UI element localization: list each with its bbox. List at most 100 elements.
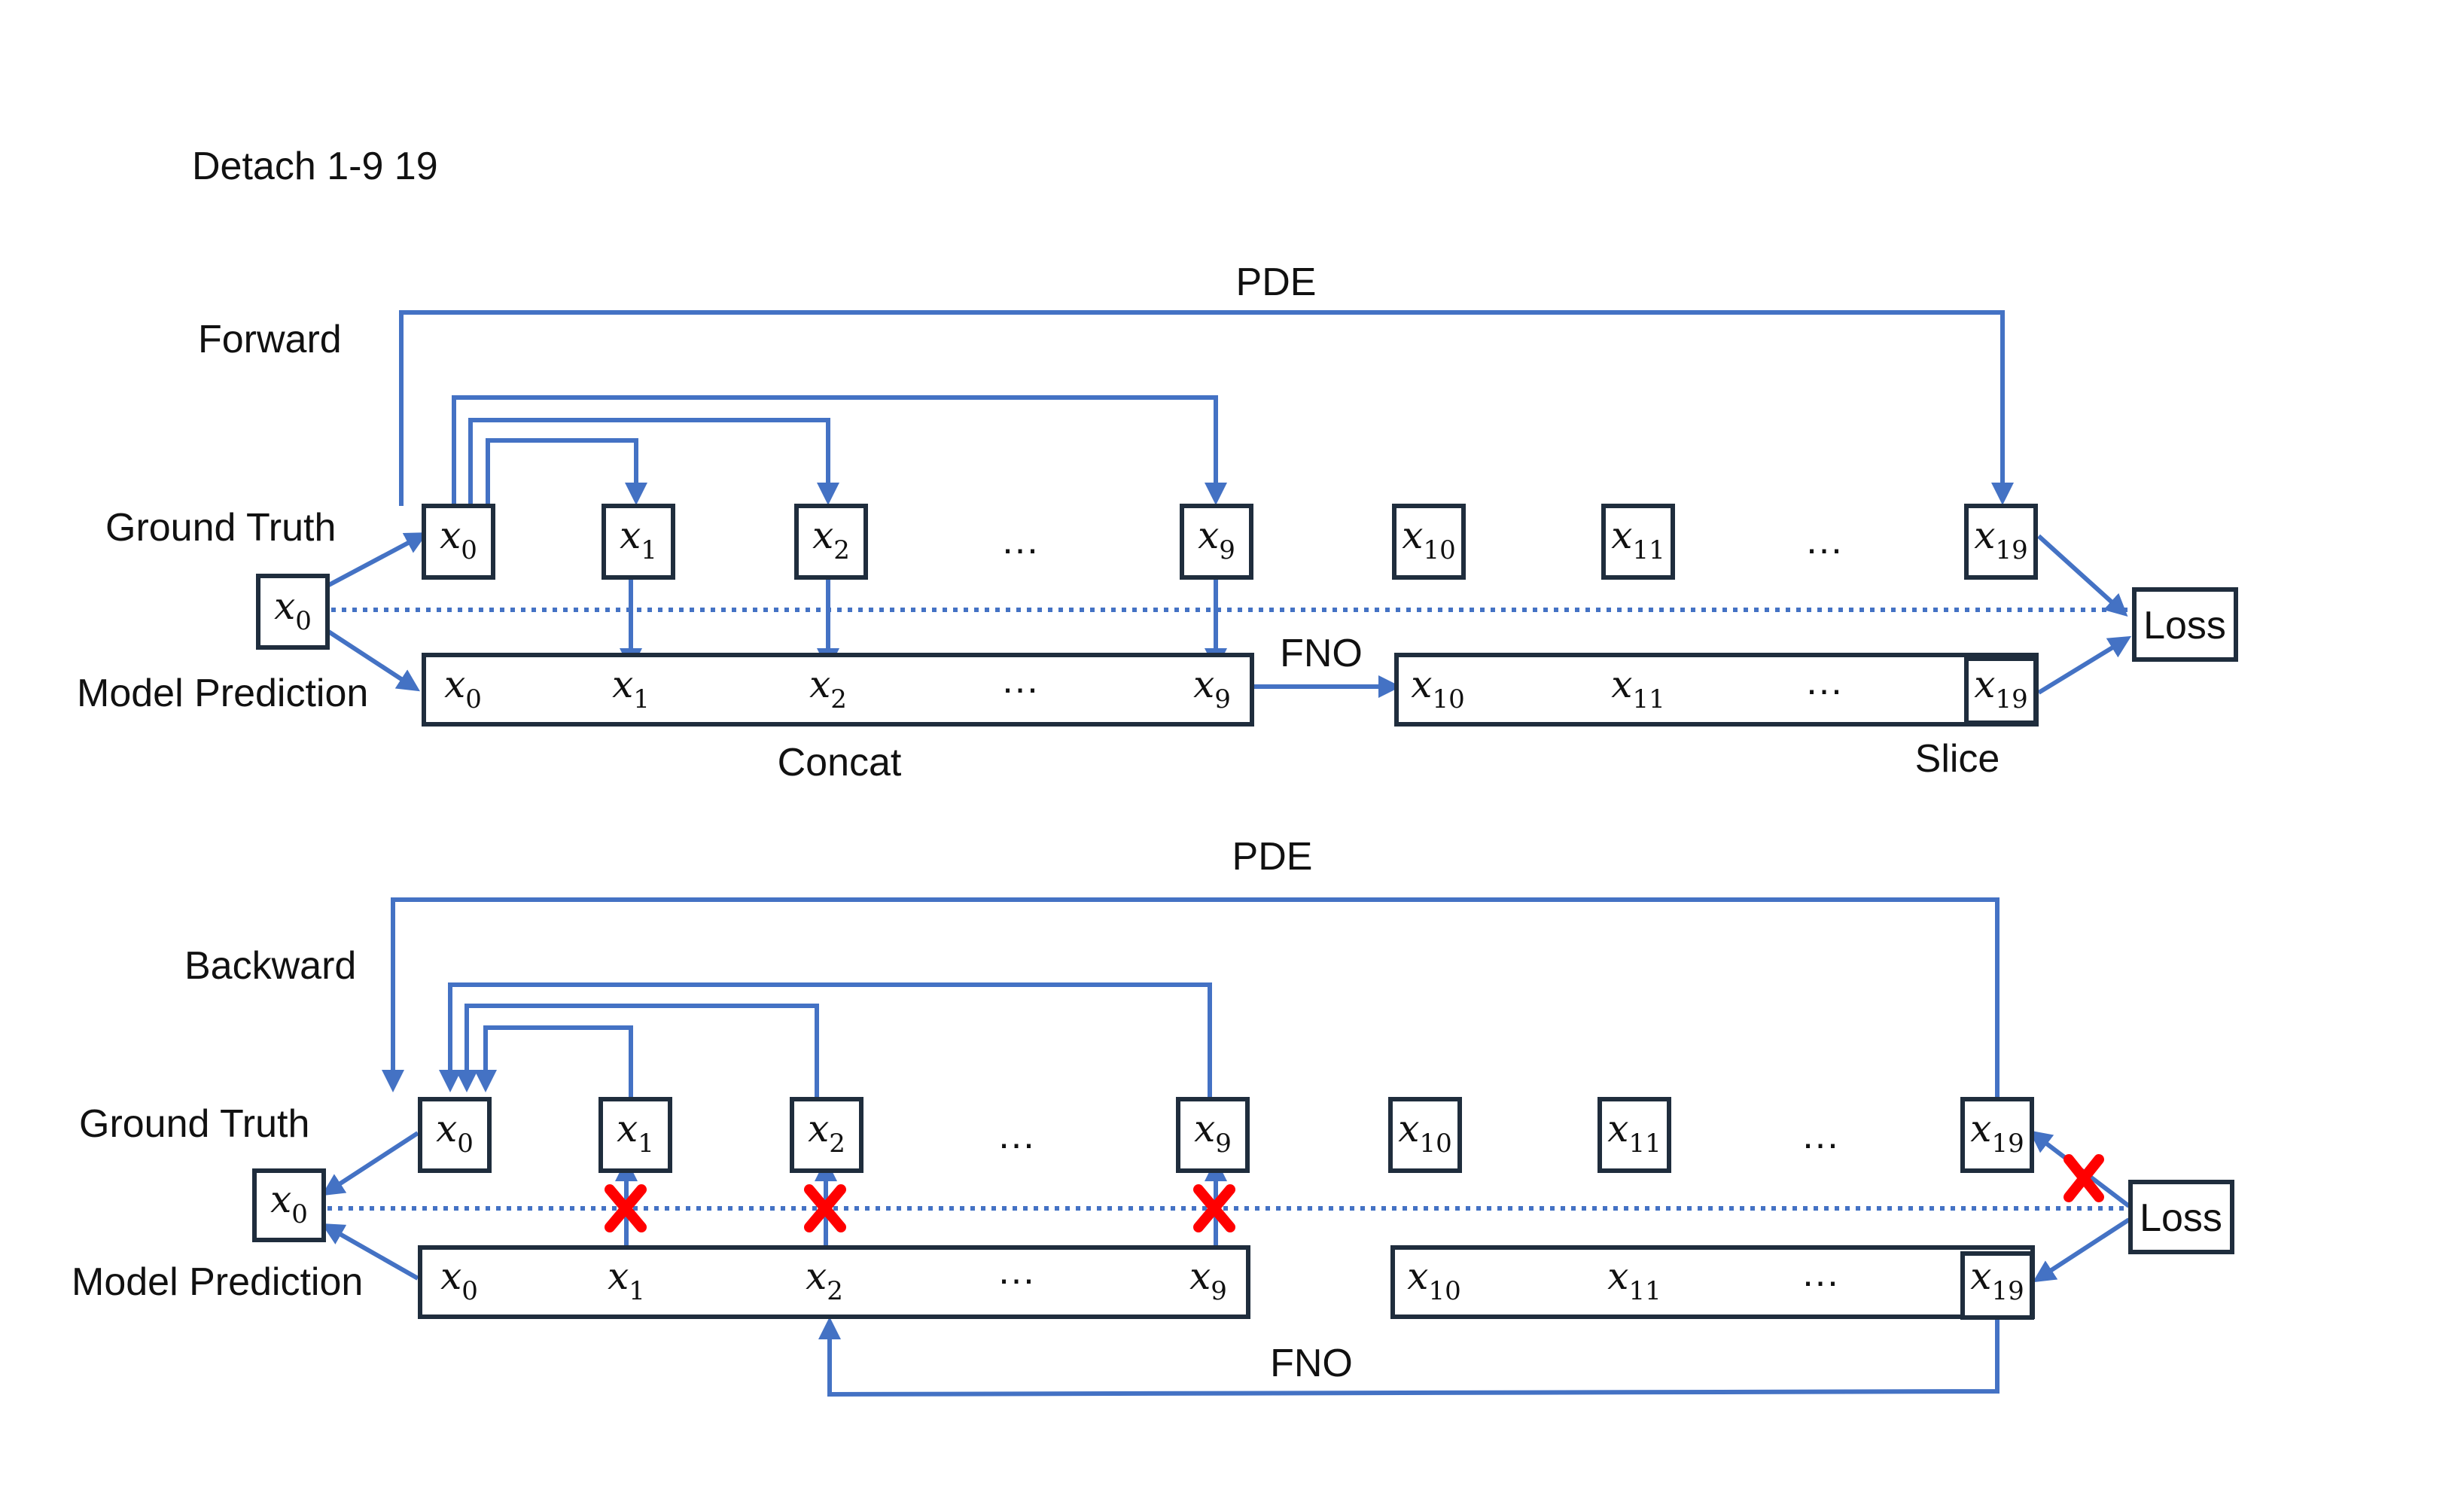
backward-pde-arrow bbox=[382, 897, 2000, 1098]
forward-fno-label: FNO bbox=[1280, 632, 1363, 675]
symbol-x19: x19 bbox=[1974, 513, 2027, 565]
backward-label: Backward bbox=[184, 944, 356, 988]
backward-gt-box-9 bbox=[1176, 1097, 1250, 1173]
forward-pde-arrow bbox=[399, 310, 2014, 506]
symbol-base: x bbox=[608, 1254, 629, 1298]
symbol-x19: x19 bbox=[1970, 1254, 2024, 1306]
symbol-subscript: 0 bbox=[461, 535, 477, 565]
forward-arrow-x0-x1 bbox=[486, 438, 647, 506]
forward-gt-box-10 bbox=[1392, 504, 1466, 580]
symbol-base: x bbox=[808, 1107, 829, 1150]
forward-loss-box bbox=[2132, 587, 2238, 662]
forward-label: Forward bbox=[198, 318, 342, 361]
symbol-base: x bbox=[1607, 1254, 1628, 1298]
symbol-x19: x19 bbox=[1970, 1107, 2024, 1159]
symbol-base: x bbox=[1411, 663, 1432, 706]
symbol-subscript: 9 bbox=[1214, 684, 1231, 714]
detach-cross-x19 bbox=[2063, 1154, 2104, 1202]
symbol-x0: x0 bbox=[440, 1254, 478, 1306]
symbol-base: x bbox=[1970, 1107, 1991, 1150]
symbol-base: x bbox=[1611, 513, 1632, 557]
symbol-x0: x0 bbox=[440, 513, 477, 565]
symbol-subscript: 9 bbox=[1219, 535, 1235, 565]
ellipsis: … bbox=[997, 1249, 1036, 1293]
symbol-base: x bbox=[1970, 1254, 1991, 1298]
symbol-x2: x2 bbox=[808, 1107, 845, 1159]
forward-arrow-input-gt bbox=[326, 532, 428, 588]
forward-input-symbol: x0 bbox=[274, 584, 312, 636]
symbol-subscript: 1 bbox=[629, 1276, 645, 1306]
symbol-subscript: 9 bbox=[1215, 1129, 1232, 1159]
symbol-x2: x2 bbox=[806, 1254, 843, 1306]
symbol-base: x bbox=[1407, 1254, 1428, 1298]
forward-input-box bbox=[256, 574, 330, 650]
symbol-base: x bbox=[617, 1107, 638, 1150]
symbol-x0: x0 bbox=[274, 584, 312, 636]
forward-arrow-pred-loss bbox=[2037, 635, 2132, 695]
backward-arrow-loss-pred bbox=[2032, 1217, 2130, 1283]
ellipsis: … bbox=[1801, 1251, 1840, 1295]
forward-arrow-x0-x2 bbox=[468, 418, 839, 506]
backward-arrow-pred-input bbox=[321, 1223, 419, 1281]
forward-arrow-input-pred bbox=[326, 629, 421, 692]
forward-arrow-gt-loss bbox=[2036, 534, 2128, 617]
symbol-base: x bbox=[1611, 663, 1632, 706]
ellipsis: … bbox=[1805, 519, 1844, 562]
symbol-x2: x2 bbox=[812, 513, 850, 565]
backward-gt-box-2 bbox=[790, 1097, 863, 1173]
backward-arrow-x2-x0 bbox=[455, 1004, 819, 1098]
forward-gt-box-0 bbox=[422, 504, 495, 580]
forward-concat-box bbox=[422, 653, 1254, 727]
backward-input-box bbox=[252, 1168, 326, 1242]
symbol-subscript: 10 bbox=[1432, 684, 1464, 714]
symbol-subscript: 0 bbox=[461, 1276, 478, 1306]
symbol-x10: x10 bbox=[1411, 663, 1464, 714]
symbol-subscript: 0 bbox=[457, 1129, 474, 1159]
symbol-base: x bbox=[1402, 513, 1423, 557]
symbol-subscript: 11 bbox=[1628, 1276, 1661, 1306]
symbol-subscript: 10 bbox=[1423, 535, 1455, 565]
symbol-x0: x0 bbox=[270, 1177, 308, 1229]
symbol-base: x bbox=[440, 1254, 461, 1298]
symbol-base: x bbox=[440, 513, 461, 557]
forward-gt-box-1 bbox=[602, 504, 675, 580]
symbol-subscript: 11 bbox=[1632, 684, 1664, 714]
backward-loss-box bbox=[2128, 1180, 2234, 1254]
forward-gt-box-11 bbox=[1601, 504, 1675, 580]
symbol-subscript: 0 bbox=[291, 1199, 308, 1229]
forward-model-prediction-label: Model Prediction bbox=[77, 672, 368, 715]
ellipsis: … bbox=[1001, 658, 1040, 702]
symbol-subscript: 10 bbox=[1419, 1129, 1451, 1159]
forward-pde-label: PDE bbox=[1236, 260, 1317, 304]
symbol-base: x bbox=[1189, 1254, 1211, 1298]
symbol-x11: x11 bbox=[1611, 513, 1664, 565]
symbol-x9: x9 bbox=[1194, 1107, 1232, 1159]
symbol-x1: x1 bbox=[617, 1107, 654, 1159]
symbol-base: x bbox=[444, 663, 465, 706]
symbol-subscript: 2 bbox=[833, 535, 850, 565]
symbol-x11: x11 bbox=[1611, 663, 1664, 714]
symbol-x0: x0 bbox=[444, 663, 482, 714]
forward-slice-x19-box bbox=[1964, 656, 2038, 725]
backward-arrow-x9-x0 bbox=[439, 982, 1212, 1098]
symbol-x9: x9 bbox=[1198, 513, 1235, 565]
forward-ground-truth-label: Ground Truth bbox=[105, 506, 336, 550]
symbol-base: x bbox=[436, 1107, 457, 1150]
backward-pde-label: PDE bbox=[1232, 835, 1313, 879]
symbol-x11: x11 bbox=[1607, 1107, 1661, 1159]
backward-model-prediction-label: Model Prediction bbox=[72, 1260, 363, 1304]
forward-gt-box-9 bbox=[1180, 504, 1253, 580]
backward-fno-label: FNO bbox=[1270, 1342, 1353, 1385]
symbol-subscript: 2 bbox=[829, 1129, 845, 1159]
symbol-base: x bbox=[809, 663, 830, 706]
symbol-base: x bbox=[270, 1177, 291, 1221]
backward-arrow-gt-input bbox=[321, 1131, 419, 1196]
diagram-title: Detach 1-9 19 bbox=[192, 145, 438, 188]
forward-panel: Forward PDE Ground Truth Model Predictio… bbox=[77, 260, 2238, 784]
backward-loss-label: Loss bbox=[2140, 1196, 2222, 1240]
symbol-base: x bbox=[1607, 1107, 1628, 1150]
symbol-base: x bbox=[1398, 1107, 1419, 1150]
